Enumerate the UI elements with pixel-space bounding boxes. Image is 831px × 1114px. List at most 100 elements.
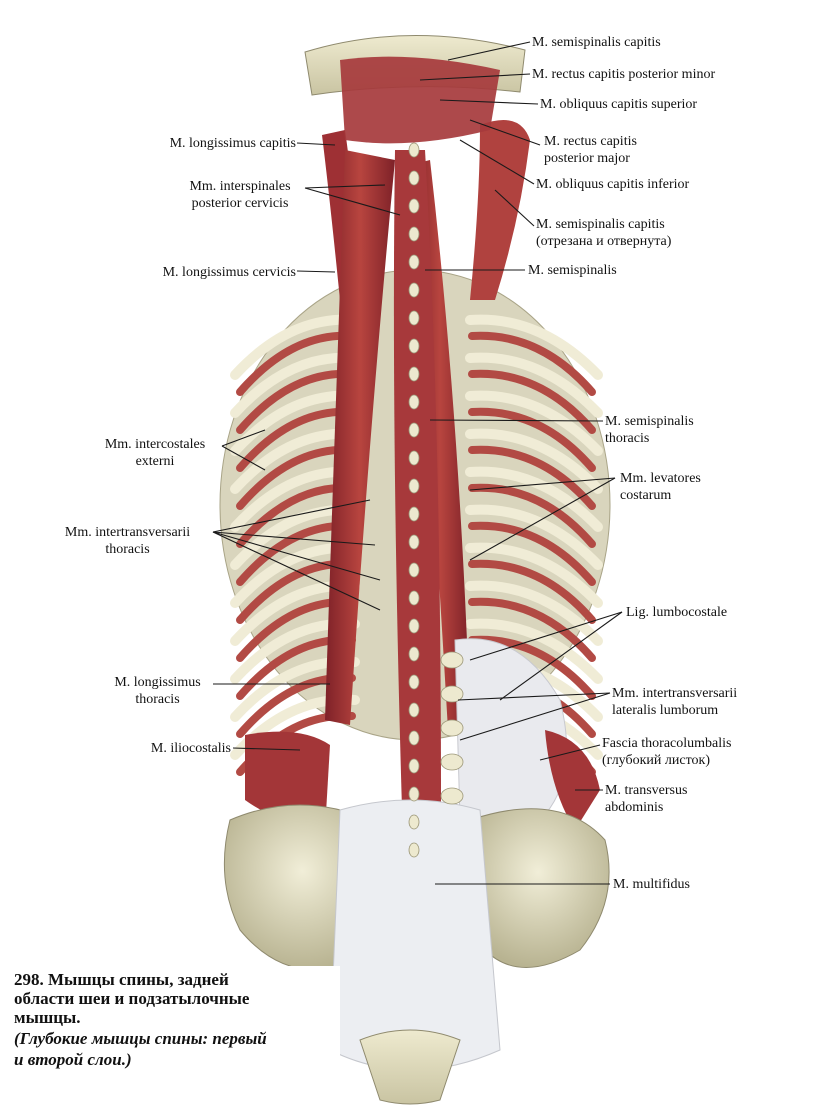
intercostal-right (468, 559, 596, 624)
spinous-process (408, 226, 420, 242)
caption-line-2: области шеи и подзатылочные (14, 989, 250, 1008)
leader-line (459, 692, 611, 741)
spinous-process (408, 534, 420, 550)
spinous-process (408, 842, 420, 858)
spinous-process (408, 702, 420, 718)
spinous-process (408, 450, 420, 466)
spinous-process (408, 646, 420, 662)
spinous-process (408, 478, 420, 494)
intercostal-right (468, 597, 596, 662)
transverse-process (440, 651, 464, 669)
figure-caption: 298. Мышцы спины, задней области шеи и п… (8, 966, 340, 1106)
label-rectus-capitis-posterior-minor: M. rectus capitis posterior minor (532, 67, 716, 82)
suboccipital-muscles (340, 56, 500, 144)
spinous-process (408, 394, 420, 410)
caption-line-5: и второй слои.) (14, 1050, 132, 1069)
leader-line (457, 692, 611, 701)
rib-right (465, 580, 603, 646)
leader-line (232, 747, 301, 751)
caption-line-1: 298. Мышцы спины, задней (14, 970, 229, 989)
sacrum-lower (359, 1029, 461, 1105)
rib-right (465, 542, 603, 608)
rib-right (465, 428, 603, 494)
leader-line (212, 531, 381, 581)
leader-lines (212, 41, 623, 885)
leader-line (459, 139, 535, 185)
label-lumbocostale: Lig. lumbocostale (626, 605, 728, 620)
label-semispinalis-capitis-top: M. semispinalis capitis (532, 35, 661, 50)
spinous-process (408, 310, 420, 326)
spinous-process (408, 338, 420, 354)
rib-right (465, 314, 603, 380)
leader-line (212, 499, 371, 533)
label-longissimus-cervicis: M. longissimus cervicis (162, 265, 296, 280)
rib-right (465, 466, 603, 532)
leader-line (494, 189, 535, 227)
spinous-process (408, 366, 420, 382)
spinous-process (408, 674, 420, 690)
rib-right (465, 504, 603, 570)
intercostal-right (468, 369, 596, 434)
leader-line (469, 119, 541, 146)
leader-line (447, 41, 531, 61)
leader-line (221, 429, 266, 447)
vertebral-column (408, 142, 464, 858)
leader-line (429, 419, 604, 422)
leader-line (304, 184, 386, 189)
transverse-process (440, 685, 464, 703)
spinous-process (408, 142, 420, 158)
leader-line (212, 531, 381, 611)
leader-line (296, 270, 336, 273)
leader-line (469, 477, 616, 491)
intercostal-right (468, 483, 596, 548)
transverse-process (440, 719, 464, 737)
left-erector-column (325, 150, 395, 725)
caption-line-4: (Глубокие мышцы спины: первый (14, 1029, 267, 1048)
spinous-process (408, 422, 420, 438)
leader-line (499, 611, 623, 701)
label-obliquus-capitis-inferior: M. obliquus capitis inferior (536, 177, 690, 192)
leader-line (439, 99, 539, 105)
label-iliocostalis: M. iliocostalis (150, 741, 231, 756)
transverse-process (440, 787, 464, 805)
label-longissimus-capitis: M. longissimus capitis (169, 136, 296, 151)
leader-line (469, 477, 616, 561)
spinous-process (408, 590, 420, 606)
spinous-process (408, 198, 420, 214)
intercostal-right (468, 521, 596, 586)
spinous-process (408, 254, 420, 270)
label-obliquus-capitis-superior: M. obliquus capitis superior (540, 97, 698, 112)
label-multifidus: M. multifidus (613, 877, 691, 892)
leader-line (212, 531, 376, 546)
spinous-process (408, 758, 420, 774)
rib-right (465, 390, 603, 456)
intercostal-right (468, 407, 596, 472)
leader-line (296, 142, 336, 146)
spinous-process (408, 170, 420, 186)
sacrum-ligaments (329, 799, 501, 1071)
spinous-process (408, 618, 420, 634)
label-semispinalis-capitis-cut: M. semispinalis capitis(отрезана и отвер… (536, 217, 672, 249)
label-semispinalis: M. semispinalis (528, 263, 617, 278)
semispinalis-capitis-flap (470, 120, 530, 300)
spinous-process (408, 730, 420, 746)
spinous-process (408, 786, 420, 802)
caption-line-3: мышцы. (14, 1008, 81, 1027)
leader-line (221, 445, 266, 471)
intercostal-right (468, 445, 596, 510)
leader-line (304, 187, 401, 216)
leader-line (539, 744, 601, 761)
spinous-process (408, 282, 420, 298)
leader-line (419, 73, 531, 81)
transverse-process (440, 753, 464, 771)
